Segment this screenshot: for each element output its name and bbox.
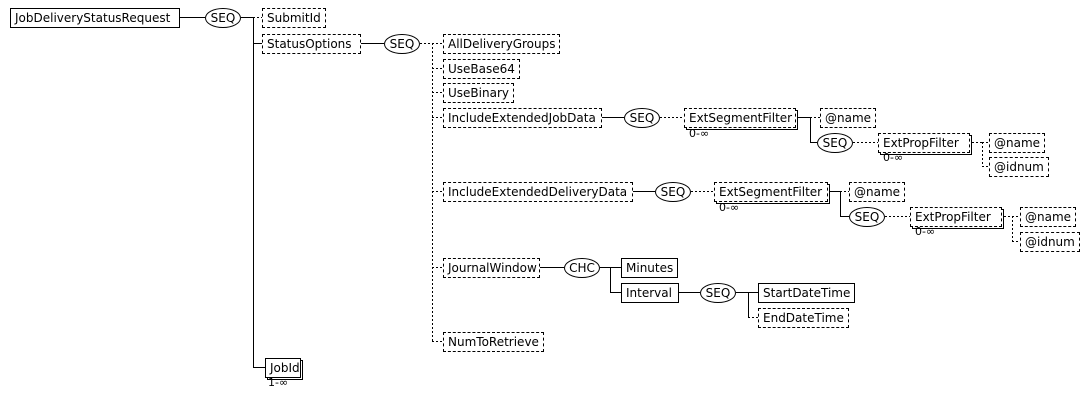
start-date-time-element[interactable]: StartDateTime <box>758 283 856 303</box>
idnum-attribute[interactable]: @idnum <box>989 157 1049 177</box>
sequence-compositor: SEQ <box>384 34 420 54</box>
ext-segment-filter-element[interactable]: ExtSegmentFilter <box>684 108 796 128</box>
sequence-compositor: SEQ <box>817 133 853 153</box>
idnum-attribute[interactable]: @idnum <box>1020 232 1080 252</box>
include-extended-job-data-element[interactable]: IncludeExtendedJobData <box>443 108 602 128</box>
ext-prop-filter-element[interactable]: ExtPropFilter <box>910 207 1002 227</box>
cardinality-label: 0-∞ <box>689 127 710 140</box>
ext-segment-filter-element[interactable]: ExtSegmentFilter <box>714 182 828 202</box>
sequence-compositor: SEQ <box>624 108 660 128</box>
all-delivery-groups-element[interactable]: AllDeliveryGroups <box>443 34 561 54</box>
use-base64-element[interactable]: UseBase64 <box>443 59 520 79</box>
cardinality-label: 0-∞ <box>719 201 740 214</box>
choice-compositor: CHC <box>564 258 600 278</box>
include-extended-delivery-data-element[interactable]: IncludeExtendedDeliveryData <box>443 182 633 202</box>
sequence-compositor: SEQ <box>655 182 691 202</box>
status-options-element[interactable]: StatusOptions <box>262 34 361 54</box>
use-binary-element[interactable]: UseBinary <box>443 83 514 103</box>
sequence-compositor: SEQ <box>205 8 241 28</box>
sequence-compositor: SEQ <box>849 207 885 227</box>
journal-window-element[interactable]: JournalWindow <box>443 258 540 278</box>
ext-prop-filter-element[interactable]: ExtPropFilter <box>878 133 970 153</box>
minutes-element[interactable]: Minutes <box>621 258 679 278</box>
interval-element[interactable]: Interval <box>621 283 679 303</box>
end-date-time-element[interactable]: EndDateTime <box>758 308 849 328</box>
name-attribute[interactable]: @name <box>849 182 906 202</box>
sequence-compositor: SEQ <box>700 283 736 303</box>
cardinality-label: 0-∞ <box>883 151 904 164</box>
num-to-retrieve-element[interactable]: NumToRetrieve <box>443 332 544 352</box>
cardinality-label: 0-∞ <box>915 225 936 238</box>
name-attribute[interactable]: @name <box>820 108 877 128</box>
name-attribute[interactable]: @name <box>989 133 1046 153</box>
submit-id-element[interactable]: SubmitId <box>262 8 326 28</box>
cardinality-label: 1-∞ <box>268 376 289 389</box>
root-element[interactable]: JobDeliveryStatusRequest <box>10 8 180 28</box>
job-id-element[interactable]: JobId <box>265 358 301 378</box>
name-attribute[interactable]: @name <box>1020 207 1077 227</box>
